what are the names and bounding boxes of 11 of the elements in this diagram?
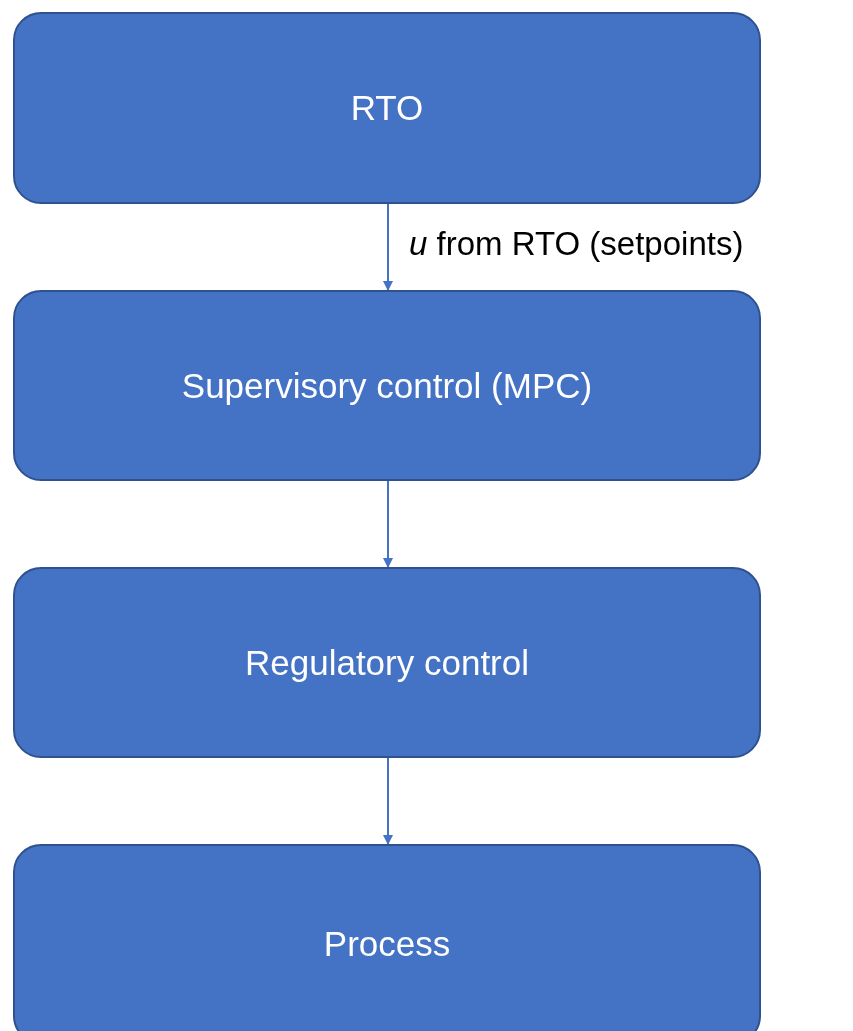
process-box xyxy=(13,844,761,1031)
box-label: Process xyxy=(323,924,451,964)
arrow xyxy=(383,203,393,291)
arrow xyxy=(383,480,393,568)
arrow xyxy=(383,757,393,845)
process-box xyxy=(13,567,761,758)
process-box xyxy=(13,12,761,204)
box-label: RTO xyxy=(350,88,424,128)
box-label: Regulatory control xyxy=(244,642,529,683)
box-label: Supervisory control (MPC) xyxy=(181,365,593,406)
process-box xyxy=(13,290,761,481)
